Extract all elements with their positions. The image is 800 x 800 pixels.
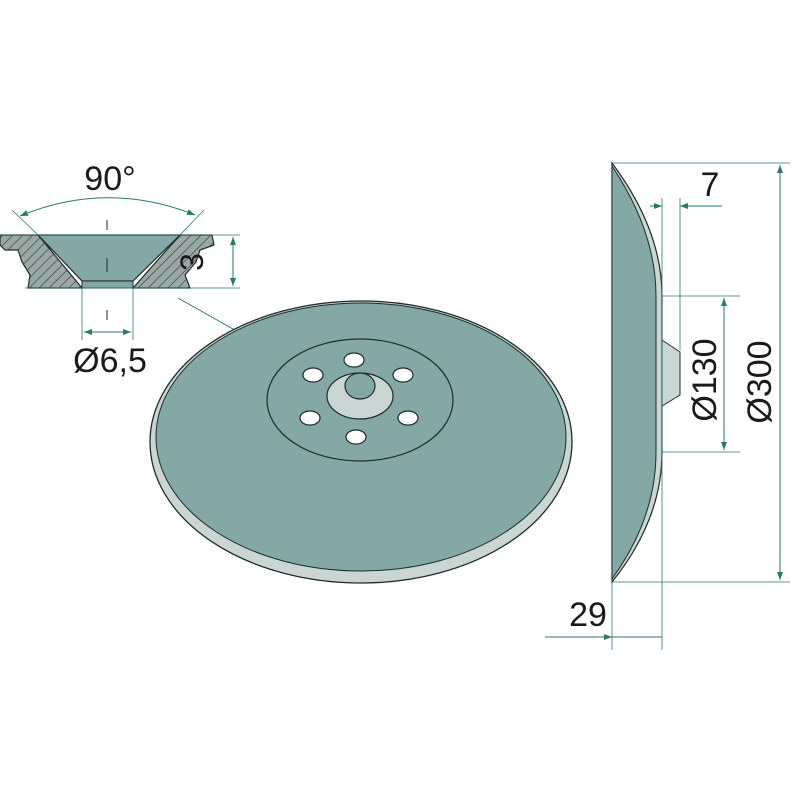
bolt-holes	[299, 352, 419, 445]
disc-perspective-view	[149, 300, 573, 584]
angle-label: 90°	[84, 160, 135, 198]
disc-side-view: 7 Ø130 Ø300 29	[545, 161, 790, 650]
through-hole	[81, 280, 134, 289]
hole-diameter-label: Ø6,5	[73, 342, 147, 380]
hatched-section-left	[0, 234, 84, 289]
center-hole	[344, 372, 376, 400]
hub-ring	[266, 338, 454, 462]
height-label: 3	[174, 253, 210, 271]
hub-diameter-label: Ø130	[686, 338, 724, 421]
depth-label: 29	[569, 596, 607, 634]
outer-diameter-label: Ø300	[741, 340, 779, 423]
thickness-label: 7	[701, 166, 720, 204]
countersink-section-detail: 90° 3 Ø6,5	[0, 160, 305, 380]
angle-dimension-arc	[19, 197, 196, 217]
hub-profile	[661, 339, 681, 407]
